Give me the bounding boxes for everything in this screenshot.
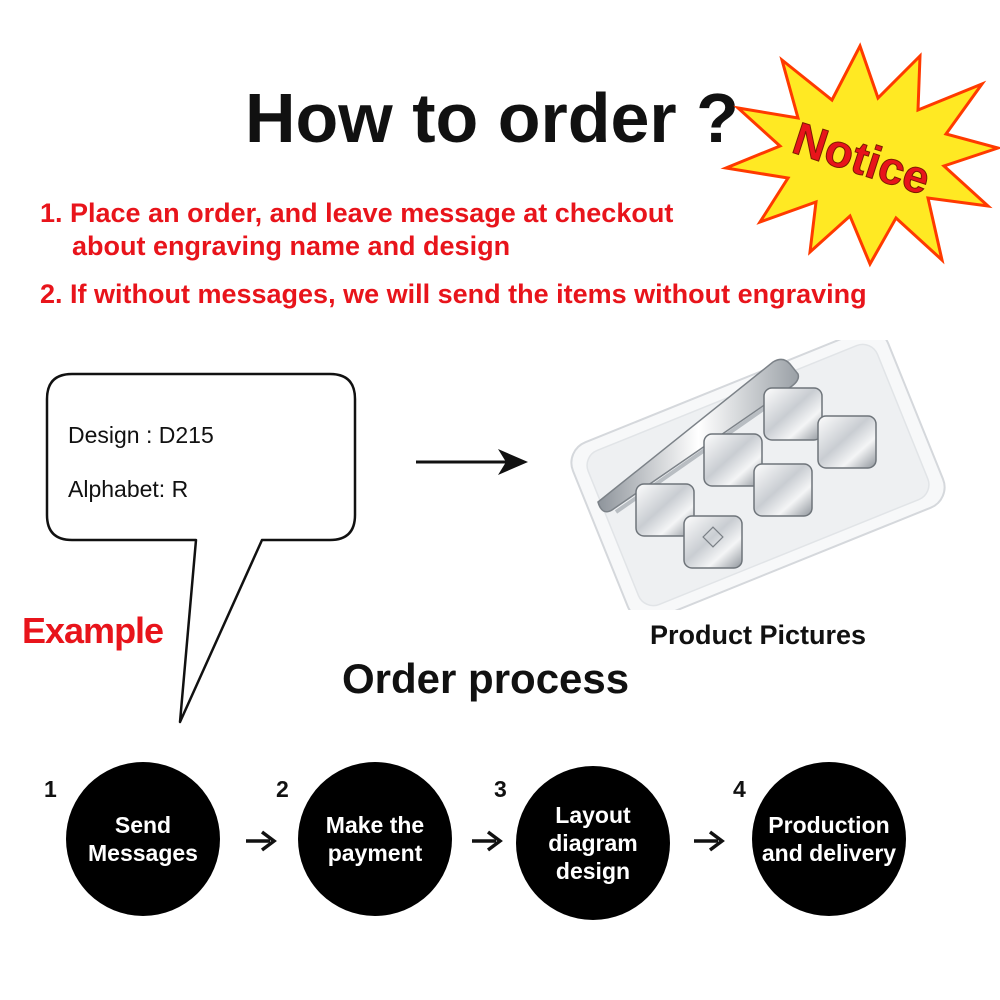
step-label-line: Messages <box>88 840 198 866</box>
example-label: Example <box>22 610 164 651</box>
step-label-line: and delivery <box>761 840 897 866</box>
step-label-line: Layout <box>555 802 631 828</box>
right-arrow-icon <box>472 830 503 852</box>
starburst-shape <box>720 42 1000 268</box>
step-production-delivery: Production and delivery <box>752 762 906 916</box>
starburst-icon: Notice <box>720 42 1000 268</box>
notice-starburst: Notice <box>720 38 1000 268</box>
bubble-alphabet-text: Alphabet: R <box>68 476 189 502</box>
step-label: Send Messages <box>88 811 198 867</box>
step-layout-design: Layout diagram design <box>516 766 670 920</box>
product-caption: Product Pictures <box>650 620 867 650</box>
instruction-2: 2. If without messages, we will send the… <box>40 279 867 309</box>
step-label-line: Send <box>114 812 172 838</box>
ice-cube-tray-icon <box>570 340 946 610</box>
step-label: Layout diagram design <box>548 801 637 885</box>
process-title: Order process <box>342 655 630 702</box>
step-number-3: 3 <box>494 776 507 802</box>
right-arrow-icon <box>416 449 528 475</box>
step-label-line: payment <box>327 840 423 866</box>
step-number-4: 4 <box>733 776 746 802</box>
step-label-line: design <box>555 858 631 884</box>
bubble-design-text: Design : D215 <box>68 422 214 448</box>
step-number-2: 2 <box>276 776 289 802</box>
step-number-1: 1 <box>44 776 57 802</box>
instruction-1-continued: about engraving name and design <box>72 231 511 261</box>
step-make-payment: Make the payment <box>298 762 452 916</box>
step-label-line: Production <box>768 812 890 838</box>
step-send-messages: Send Messages <box>66 762 220 916</box>
right-arrow-icon <box>694 830 725 852</box>
step-label: Make the payment <box>326 811 424 867</box>
page-title: How to order ? <box>245 79 739 157</box>
cubes <box>635 387 877 569</box>
instruction-1: 1. Place an order, and leave message at … <box>40 198 674 228</box>
step-label-line: Make the <box>325 812 425 838</box>
right-arrow-icon <box>246 830 277 852</box>
step-label: Production and delivery <box>762 811 896 867</box>
step-label-line: diagram <box>548 830 638 856</box>
